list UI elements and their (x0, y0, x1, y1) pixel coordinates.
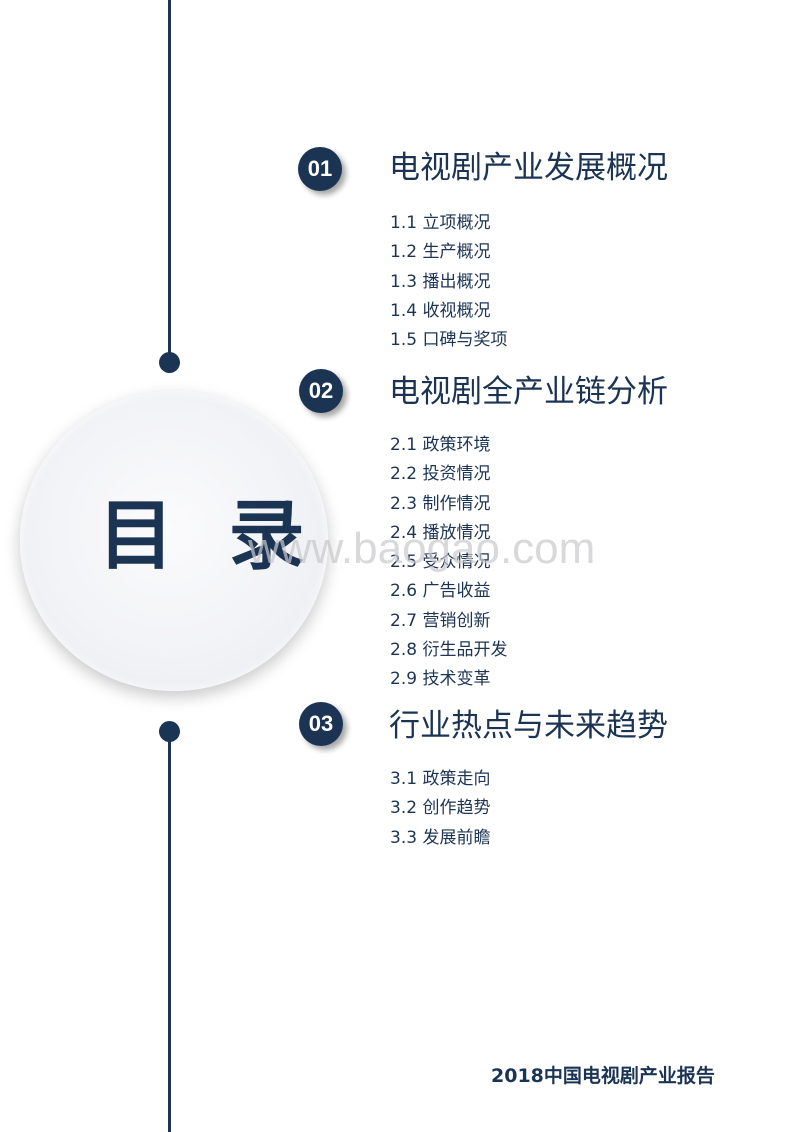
toc-item[interactable]: 2.2 投资情况 (390, 464, 491, 485)
toc-item[interactable]: 1.1 立项概况 (390, 213, 491, 233)
toc-item[interactable]: 2.6 广告收益 (390, 581, 491, 602)
toc-item[interactable]: 1.5 口碑与奖项 (390, 330, 508, 351)
toc-item[interactable]: 2.9 技术变革 (390, 669, 491, 690)
timeline-dot-top (159, 352, 180, 373)
timeline-line-top (168, 0, 171, 356)
toc-item[interactable]: 1.3 播出概况 (390, 271, 491, 292)
section-item-list: 2.1 政策环境 2.2 投资情况 2.3 制作情况 2.4 播放情况 2.5 … (390, 431, 507, 695)
section-item-list: 1.1 立项概况 1.2 生产概况 1.3 播出概况 1.4 收视概况 1.5 … (390, 209, 507, 355)
toc-item[interactable]: 2.5 受众情况 (390, 552, 491, 573)
timeline-line-bottom (168, 738, 171, 1132)
toc-item[interactable]: 3.2 创作趋势 (390, 798, 491, 819)
toc-item[interactable]: 2.3 制作情况 (390, 493, 491, 514)
watermark: www.baogao.com (248, 524, 596, 573)
toc-item[interactable]: 3.3 发展前瞻 (390, 827, 491, 848)
section-number-badge: 01 (298, 147, 342, 191)
section-number-badge: 02 (299, 369, 343, 413)
toc-item[interactable]: 2.4 播放情况 (390, 522, 491, 543)
toc-item[interactable]: 1.2 生产概况 (390, 242, 491, 263)
section-title[interactable]: 行业热点与未来趋势 (389, 708, 668, 744)
timeline-dot-bottom (159, 721, 180, 742)
report-footer-title: 2018中国电视剧产业报告 (491, 1065, 715, 1087)
toc-heading: 目 录 (98, 491, 319, 580)
title-circle (20, 391, 328, 691)
section-title[interactable]: 电视剧全产业链分析 (389, 374, 668, 410)
toc-item[interactable]: 2.7 营销创新 (390, 610, 491, 631)
section-title[interactable]: 电视剧产业发展概况 (389, 150, 668, 186)
toc-item[interactable]: 3.1 政策走向 (390, 769, 491, 789)
section-item-list: 3.1 政策走向 3.2 创作趋势 3.3 发展前瞻 (390, 765, 490, 853)
toc-item[interactable]: 2.8 衍生品开发 (390, 640, 508, 661)
section-number-badge: 03 (299, 702, 343, 746)
toc-item[interactable]: 2.1 政策环境 (390, 435, 491, 455)
toc-item[interactable]: 1.4 收视概况 (390, 300, 491, 321)
